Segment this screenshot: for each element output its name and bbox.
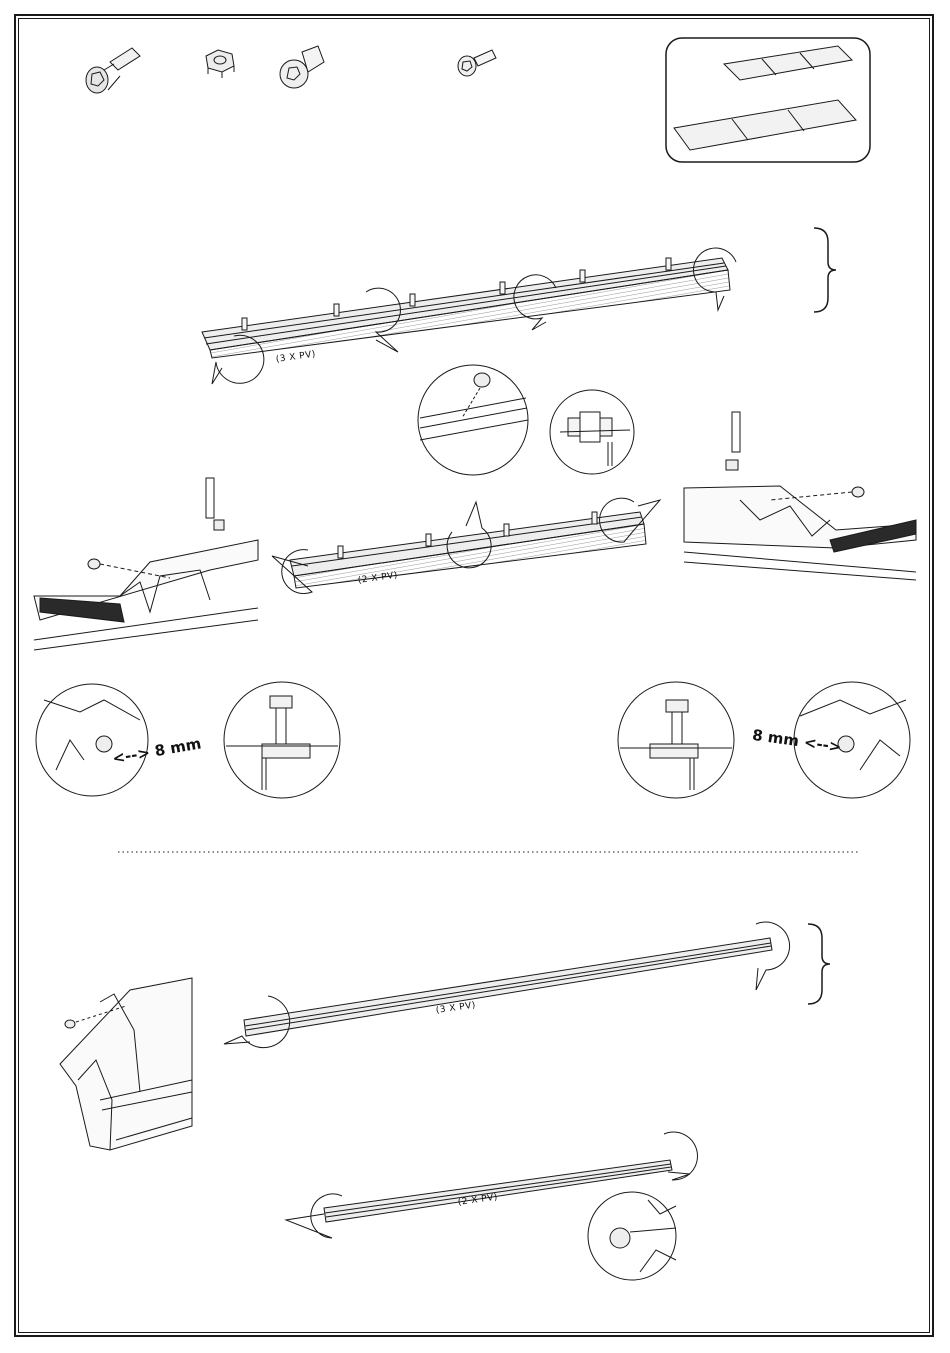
detail-clamp-profile [550, 390, 634, 474]
detail-right-bolt [618, 682, 734, 798]
solar-panels-icon [666, 38, 870, 162]
detail-bottom-screw [588, 1192, 676, 1280]
hex-nut-icon [206, 50, 234, 78]
cap-screw-icon [86, 48, 140, 93]
detail-left-bolt [224, 682, 340, 798]
brace-top [814, 228, 836, 312]
rail-lower-short [286, 1132, 697, 1238]
lower-profile-assembly [60, 978, 192, 1150]
brace-lower [808, 924, 830, 1004]
rail-lower-long [224, 922, 790, 1048]
detail-left-gap [36, 684, 148, 796]
detail-screw-insert [418, 365, 528, 475]
button-screw-icon [458, 50, 496, 76]
right-profile-assembly [684, 412, 916, 580]
rail-middle [272, 498, 660, 593]
flange-nut-icon [280, 46, 324, 88]
left-profile-assembly [34, 478, 258, 650]
